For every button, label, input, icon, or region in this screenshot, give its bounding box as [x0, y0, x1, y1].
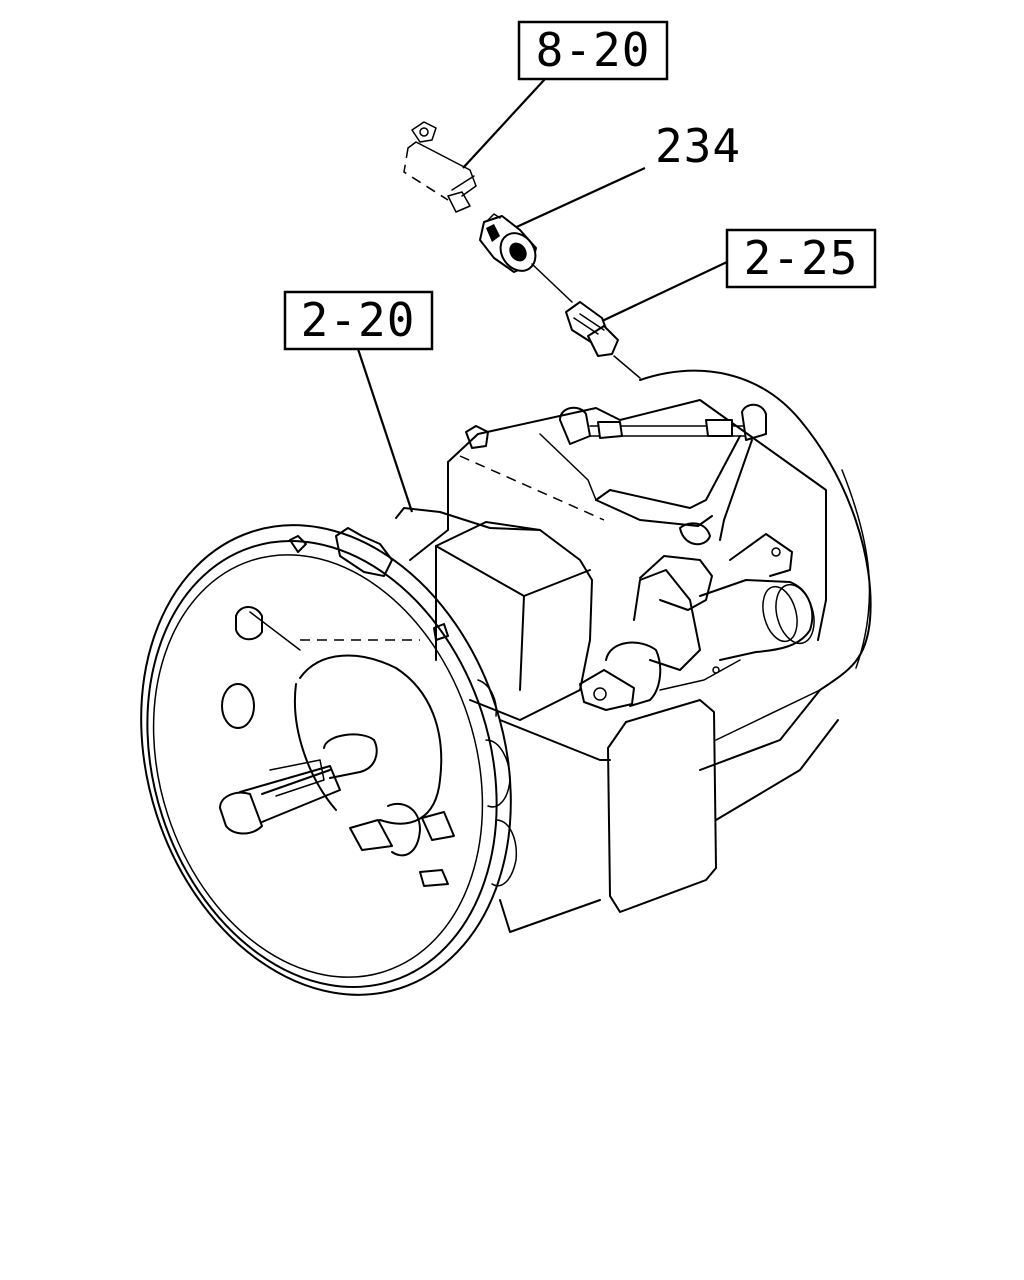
sensor-axis-line — [531, 263, 573, 303]
leader-8-20 — [462, 78, 546, 169]
callout-2-20[interactable]: 2-20 — [283, 290, 434, 351]
transmission-assembly — [140, 369, 872, 996]
callout-8-20[interactable]: 8-20 — [517, 20, 669, 81]
callout-234-label: 234 — [655, 119, 741, 173]
callout-2-25-label: 2-25 — [744, 231, 859, 285]
callout-2-20-label: 2-20 — [301, 293, 416, 347]
callout-8-20-label: 8-20 — [536, 23, 651, 77]
leader-2-20 — [356, 348, 414, 513]
leader-234 — [509, 167, 646, 231]
callout-2-25[interactable]: 2-25 — [725, 228, 877, 289]
speed-sensor-234 — [479, 213, 537, 273]
leader-2-25 — [599, 261, 728, 323]
callout-234[interactable]: 234 — [655, 119, 741, 173]
fitting-axis-line — [613, 355, 641, 379]
fitting-2-25 — [565, 301, 619, 357]
bracket-part — [403, 121, 477, 213]
callout-2-25-box — [725, 228, 877, 289]
callout-8-20-box — [517, 20, 669, 81]
